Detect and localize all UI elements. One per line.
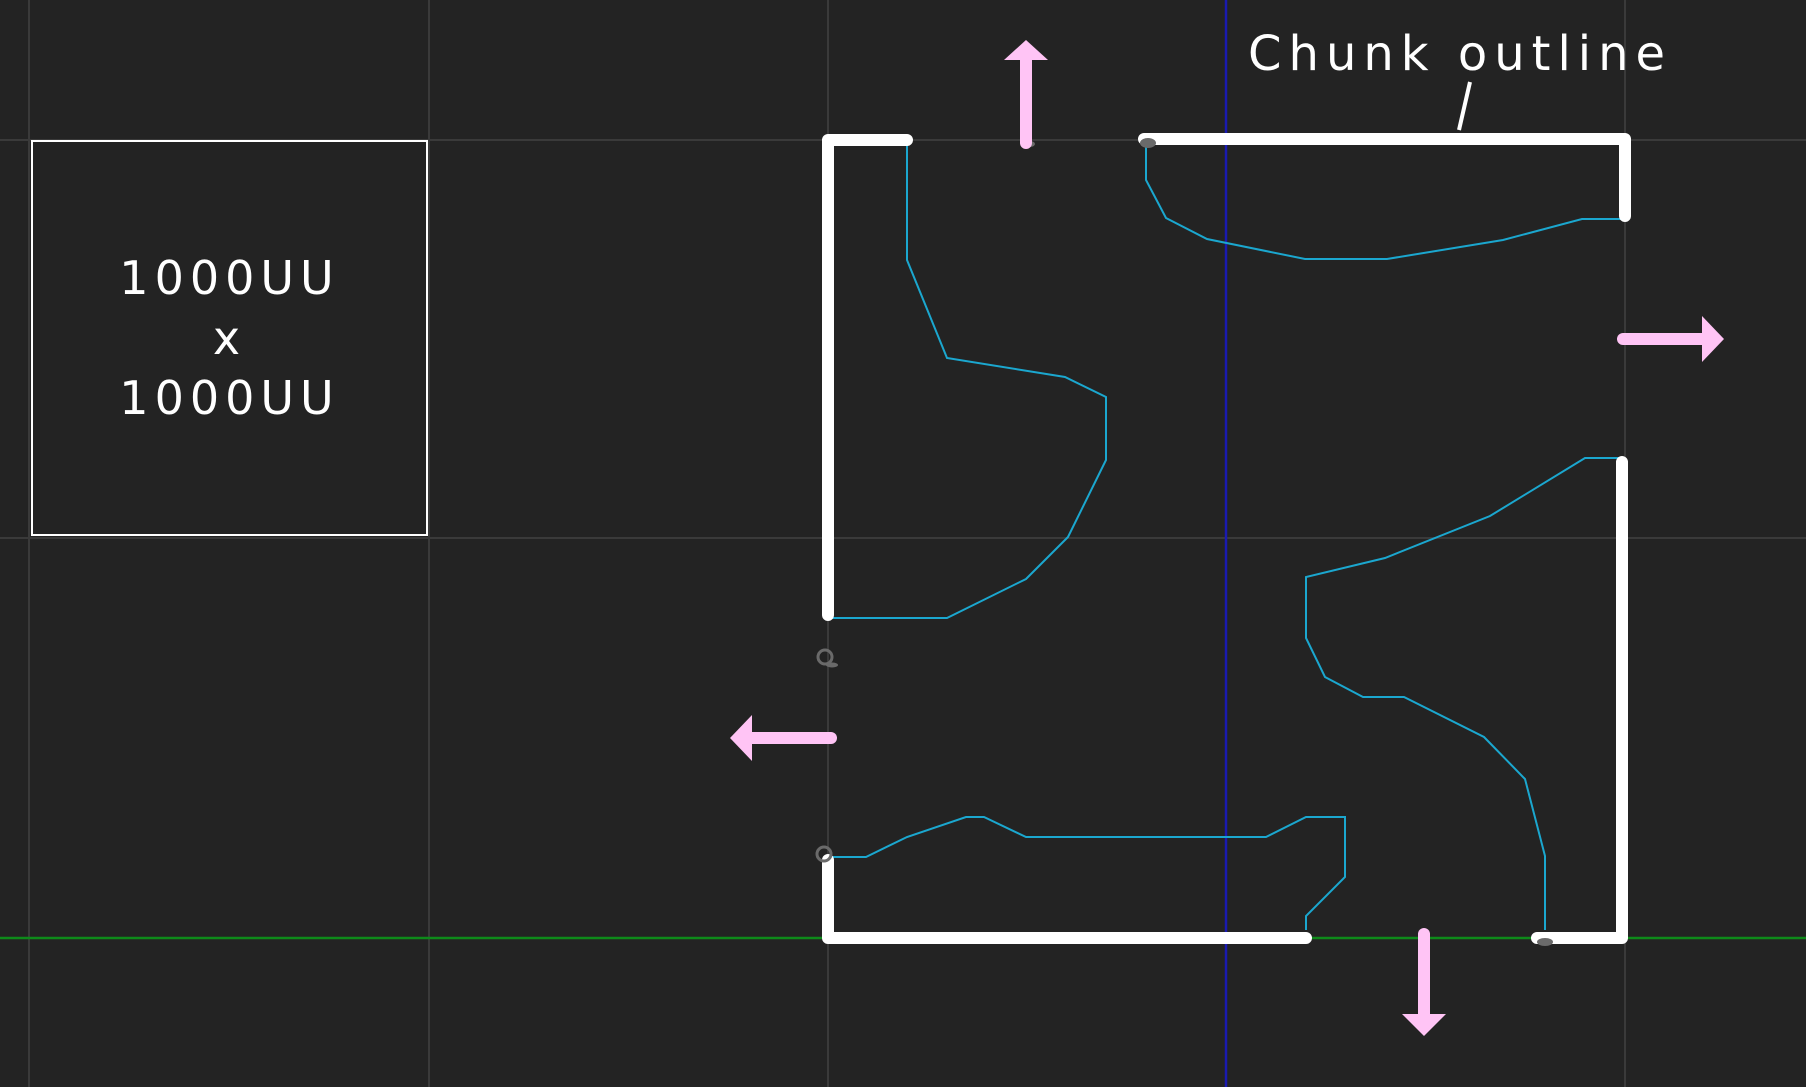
chunk-outline-segment-right[interactable] (1531, 456, 1628, 944)
arrow-down-icon-head[interactable] (1402, 1014, 1446, 1036)
chunk-outline-segment-top[interactable] (1138, 133, 1631, 222)
chunk-outline-segment-bottom[interactable] (822, 854, 1312, 944)
arrow-up-icon[interactable] (1004, 40, 1048, 149)
vertex-marker-icon[interactable] (826, 662, 838, 668)
chunk-outline-segment-left[interactable] (822, 134, 913, 621)
arrow-right-icon[interactable] (1617, 316, 1724, 362)
navmesh-edges (831, 140, 1621, 930)
vertex-marker-icon[interactable] (815, 845, 833, 863)
arrow-left-icon-head[interactable] (730, 715, 752, 761)
vertex-marker-icon[interactable] (816, 648, 838, 668)
arrow-up-icon-head[interactable] (1004, 40, 1048, 60)
chunk-outline-callout: Chunk outline (1248, 26, 1673, 82)
chunk-outline[interactable] (822, 133, 1631, 944)
callout-leader-line (1457, 81, 1472, 131)
vertex-markers (815, 138, 1553, 946)
navmesh-edge-left (831, 140, 1107, 619)
vertex-marker-icon[interactable] (1140, 138, 1156, 148)
vertex-marker-icon[interactable] (1537, 938, 1553, 946)
navmesh-edge-right (1305, 457, 1621, 930)
scale-label-separator: x (212, 311, 247, 365)
vertex-marker-icon[interactable] (1537, 938, 1553, 946)
scale-reference-box: 1000UU x 1000UU (31, 140, 428, 536)
vertex-marker-icon[interactable] (1140, 138, 1156, 148)
arrow-right-icon-head[interactable] (1702, 316, 1724, 362)
navmesh-edge-top (1145, 140, 1621, 260)
arrow-left-icon[interactable] (730, 715, 837, 761)
navmesh-edge-bottom (831, 816, 1346, 930)
vertex-marker-icon[interactable] (815, 845, 833, 863)
scale-label-width: 1000UU (119, 251, 340, 305)
arrow-down-icon[interactable] (1402, 928, 1446, 1036)
exit-arrows (730, 40, 1724, 1036)
scale-label-height: 1000UU (119, 371, 340, 425)
vertex-marker-icon[interactable] (816, 648, 834, 666)
